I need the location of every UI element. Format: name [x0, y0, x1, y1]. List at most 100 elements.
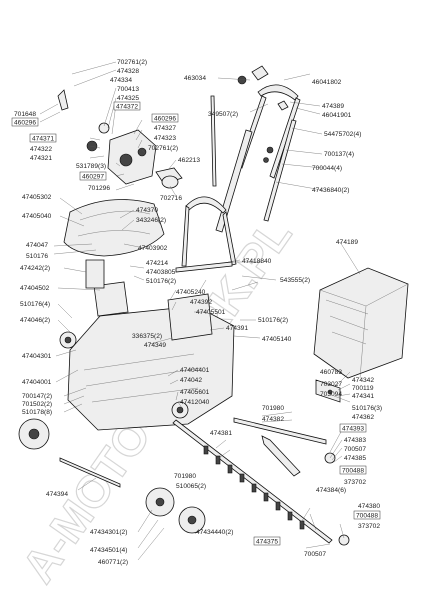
- part-label: 474323: [154, 135, 176, 142]
- part-label: 373702: [344, 479, 366, 486]
- part-label: 460296: [154, 116, 176, 123]
- part-label: 474342: [352, 377, 374, 384]
- scarifier-roller: [172, 417, 350, 546]
- part-label: 474389: [322, 103, 344, 110]
- part-label: 700044(4): [312, 165, 342, 172]
- part-label: 701502(2): [22, 401, 52, 408]
- part-label: 47436840(2): [312, 187, 349, 194]
- part-label: 474349: [144, 342, 166, 349]
- part-label: 460783: [320, 369, 342, 376]
- part-label: 460297: [82, 174, 104, 181]
- part-label: 47434301(2): [90, 529, 127, 536]
- part-label: 474384(6): [316, 487, 346, 494]
- part-label: 54475702(4): [324, 131, 361, 138]
- part-label: 474325: [117, 95, 139, 102]
- part-label: 474391: [226, 325, 248, 332]
- part-label: 47404502: [20, 285, 50, 292]
- part-label: 701296: [88, 185, 110, 192]
- part-label: 460771(2): [98, 559, 128, 566]
- part-label: 47434501(4): [90, 547, 127, 554]
- part-label: 47412040: [180, 399, 210, 406]
- part-label: 474214: [146, 260, 168, 267]
- part-label: 700507: [304, 551, 326, 558]
- part-label: 349507(2): [208, 111, 238, 118]
- part-label: 474362: [352, 414, 374, 421]
- part-label: 474381: [210, 430, 232, 437]
- part-label: 462213: [178, 157, 200, 164]
- handle-assembly: [175, 65, 301, 273]
- part-label: 474334: [110, 77, 132, 84]
- part-label: 700488: [356, 513, 378, 520]
- part-label: 47405040: [22, 213, 52, 220]
- front-wheels: [18, 331, 189, 450]
- part-label: 700147(2): [22, 393, 52, 400]
- part-label: 701980: [262, 405, 284, 412]
- parts-drawing: [18, 65, 409, 546]
- leader-lines: [39, 61, 361, 561]
- rear-wheels: [145, 487, 206, 534]
- grass-bag: [313, 267, 409, 379]
- part-label: 702716: [160, 195, 182, 202]
- part-label: 702761(2): [117, 59, 147, 66]
- part-label: 474380: [358, 503, 380, 510]
- rear-axle: [59, 457, 121, 488]
- part-label: 701648: [14, 111, 36, 118]
- part-label: 700413: [117, 86, 139, 93]
- part-label: 474328: [117, 68, 139, 75]
- part-label: 510176(2): [258, 317, 288, 324]
- roller-bracket: [315, 379, 341, 403]
- part-label: 531789(3): [76, 163, 106, 170]
- part-label: 510065(2): [176, 483, 206, 490]
- part-label: 47403902: [138, 245, 168, 252]
- part-label: 47403805: [146, 269, 176, 276]
- part-label: 474189: [336, 239, 358, 246]
- part-label: 460296: [14, 120, 36, 127]
- part-label: 46041802: [312, 79, 342, 86]
- part-label: 474322: [30, 146, 52, 153]
- part-label: 474046(2): [20, 317, 50, 324]
- part-label: 510176(3): [352, 405, 382, 412]
- part-label: 474375: [256, 539, 278, 546]
- part-label: 463034: [184, 75, 206, 82]
- part-label: 474392: [190, 299, 212, 306]
- part-label: 47405601: [180, 389, 210, 396]
- part-label: 510176(4): [20, 301, 50, 308]
- motor-cover: [63, 199, 165, 257]
- part-label: 474371: [32, 136, 54, 143]
- part-label: 474385: [344, 455, 366, 462]
- part-label: 474382: [262, 416, 284, 423]
- part-label: 703094: [320, 391, 342, 398]
- part-label: 47404001: [22, 379, 52, 386]
- part-label: 700488: [342, 468, 364, 475]
- part-label: 336375(2): [132, 333, 162, 340]
- part-label: 47434440(2): [196, 529, 233, 536]
- part-label: 47405501: [196, 309, 226, 316]
- part-label: 474394: [46, 491, 68, 498]
- part-label: 47405302: [22, 194, 52, 201]
- part-label: 474393: [342, 426, 364, 433]
- part-label: 474321: [30, 155, 52, 162]
- part-label: 702761(2): [148, 145, 178, 152]
- part-label: 700507: [344, 446, 366, 453]
- deck-housing: [67, 259, 235, 431]
- part-label: 474042: [180, 377, 202, 384]
- part-label: 46041901: [322, 112, 352, 119]
- part-label: 47405140: [262, 336, 292, 343]
- part-label: 474372: [116, 104, 138, 111]
- part-label: 474242(2): [20, 265, 50, 272]
- part-label: 701980: [174, 473, 196, 480]
- motor-unit: [57, 89, 183, 189]
- part-label: 474341: [352, 393, 374, 400]
- part-label: 700137(4): [324, 151, 354, 158]
- part-label: 543555(2): [280, 277, 310, 284]
- part-label: 474047: [26, 242, 48, 249]
- part-labels: 702761(2) 474328 474334 700413 474325 47…: [11, 59, 382, 566]
- part-label: 474327: [154, 125, 176, 132]
- part-label: 47404401: [180, 367, 210, 374]
- part-label: 510176: [26, 253, 48, 260]
- part-label: 474370: [136, 207, 158, 214]
- part-label: 47405240: [176, 289, 206, 296]
- part-label: 703027: [320, 381, 342, 388]
- part-label: 343246(2): [136, 217, 166, 224]
